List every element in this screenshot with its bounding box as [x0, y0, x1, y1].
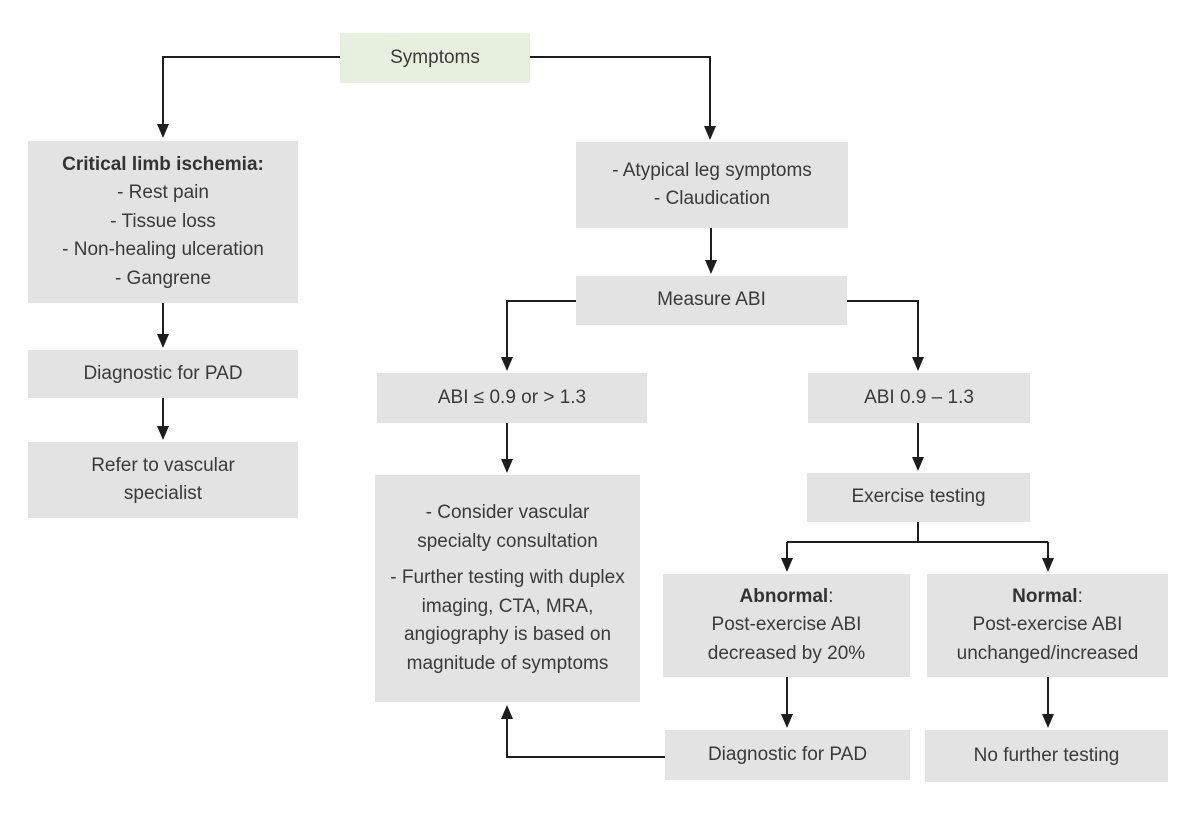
node-critical-line: - Rest pain — [117, 182, 209, 204]
node-critical-limb-ischemia: Critical limb ischemia: - Rest pain - Ti… — [28, 141, 298, 303]
node-refer-line: specialist — [123, 483, 203, 504]
node-critical-line: - Non-healing ulceration — [62, 239, 264, 261]
node-normal-line: Post-exercise ABI — [972, 614, 1123, 636]
node-measure-abi: Measure ABI — [576, 276, 847, 325]
node-abi-abnormal-range-label: ABI ≤ 0.9 or > 1.3 — [437, 386, 587, 408]
node-abi-abnormal-range: ABI ≤ 0.9 or > 1.3 — [377, 373, 647, 423]
node-normal-result: Normal: Post-exercise ABI unchanged/incr… — [927, 574, 1168, 677]
node-refer-line: Refer to vascular — [91, 454, 235, 476]
connector-exercise-split — [787, 522, 1048, 543]
arrow-symptoms-to-critical — [157, 56, 340, 138]
node-refer-vascular-specialist: Refer to vascular specialist — [28, 442, 298, 518]
node-no-further-testing: No further testing — [925, 730, 1168, 782]
node-abnormal-line: Post-exercise ABI — [711, 614, 862, 636]
node-measure-abi-label: Measure ABI — [657, 289, 766, 311]
arrow-measure-abi-to-abnormal-range — [501, 300, 576, 371]
node-diagnostic-for-pad-bottom: Diagnostic for PAD — [665, 730, 910, 780]
arrow-diagnostic-to-consider — [501, 705, 665, 758]
arrow-measure-abi-to-normal-range — [847, 300, 924, 371]
node-abnormal-result: Abnormal: Post-exercise ABI decreased by… — [663, 574, 910, 677]
node-atypical-claudication: - Atypical leg symptoms - Claudication — [576, 142, 848, 228]
node-normal-title: Normal: — [1012, 585, 1083, 607]
node-abi-normal-range-label: ABI 0.9 – 1.3 — [864, 386, 974, 408]
node-normal-line: unchanged/increased — [956, 642, 1139, 664]
node-exercise-testing-label: Exercise testing — [851, 486, 986, 508]
node-atypical-line: - Atypical leg symptoms — [612, 159, 812, 181]
node-exercise-testing: Exercise testing — [807, 473, 1030, 522]
node-no-further-testing-label: No further testing — [973, 744, 1120, 766]
node-critical-title: Critical limb ischemia: — [62, 153, 264, 175]
node-diagnostic-for-pad-left: Diagnostic for PAD — [28, 350, 298, 398]
node-consider-paragraph: - Further testing with duplex imaging, C… — [390, 567, 625, 674]
node-atypical-line: - Claudication — [653, 188, 771, 209]
node-consider-paragraph: - Consider vascular specialty consultati… — [417, 502, 598, 552]
node-abnormal-line: decreased by 20% — [707, 642, 866, 664]
node-symptoms-label: Symptoms — [390, 46, 480, 68]
node-diagnostic-bottom-label: Diagnostic for PAD — [707, 743, 868, 765]
node-diagnostic-left-label: Diagnostic for PAD — [83, 362, 243, 384]
node-consider-consultation: - Consider vascular specialty consultati… — [375, 475, 640, 702]
node-critical-line: - Tissue loss — [110, 210, 216, 232]
node-critical-line: - Gangrene — [114, 267, 212, 289]
arrow-symptoms-to-atypical — [530, 56, 716, 140]
node-symptoms: Symptoms — [340, 33, 530, 83]
node-abi-normal-range: ABI 0.9 – 1.3 — [808, 373, 1030, 423]
node-abnormal-title: Abnormal: — [739, 585, 834, 607]
